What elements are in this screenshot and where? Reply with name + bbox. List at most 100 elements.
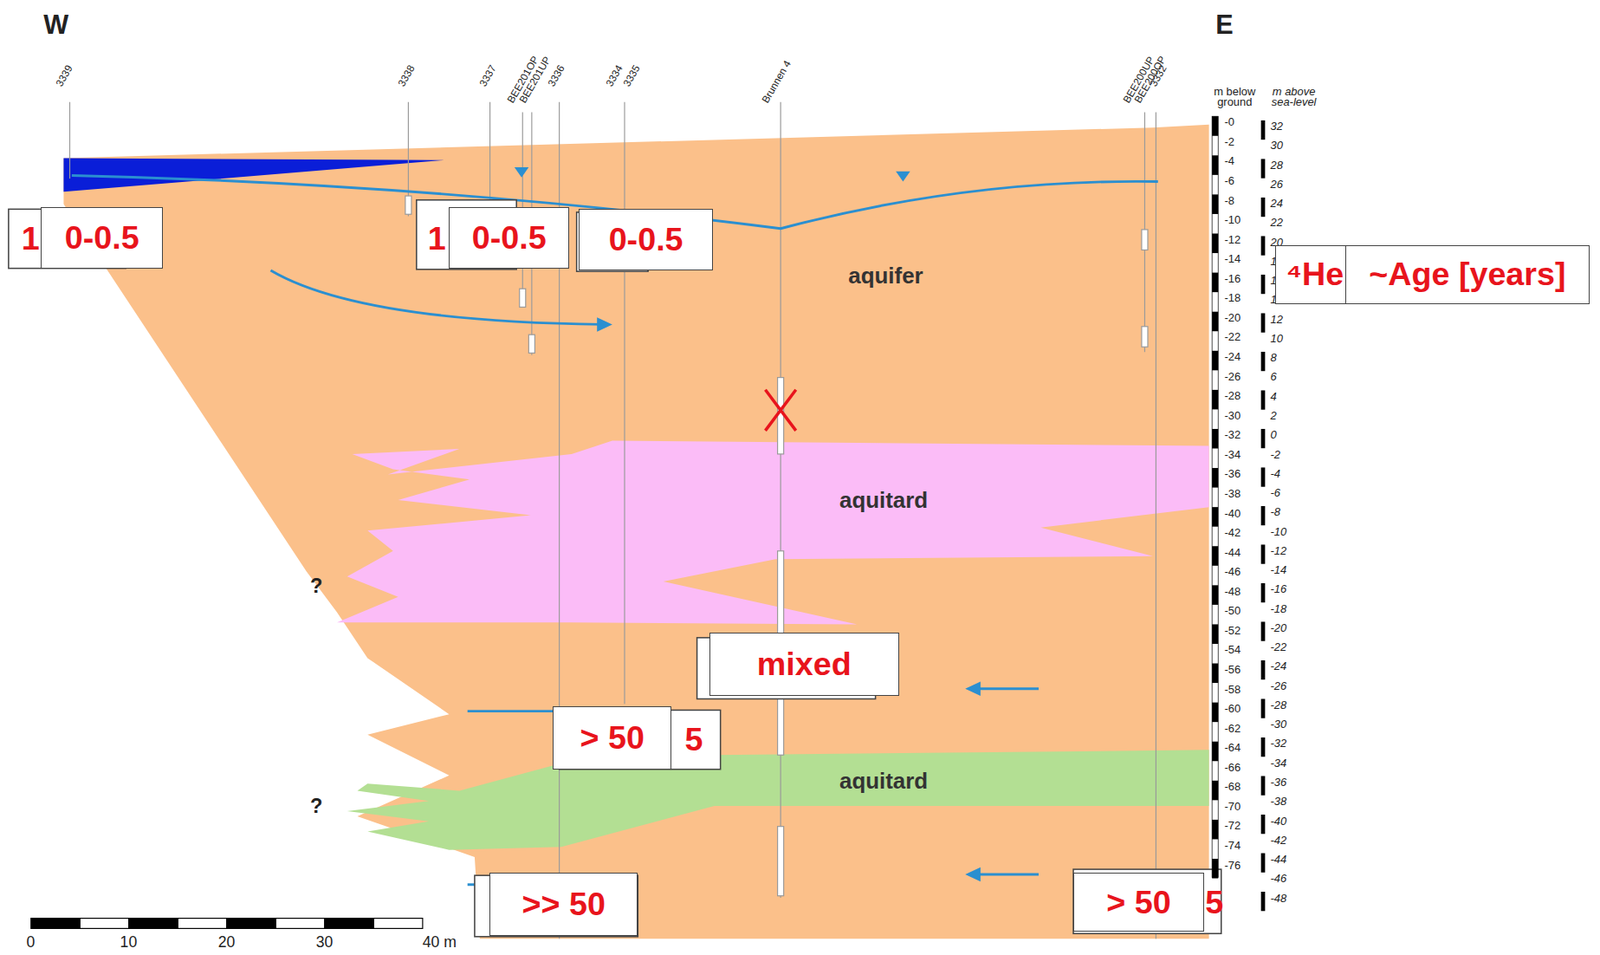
depth-value: -24 bbox=[1270, 660, 1288, 673]
age-value: > 50 bbox=[1106, 883, 1171, 921]
closed-well-mark bbox=[764, 389, 796, 431]
depth-value: -28 bbox=[1270, 699, 1288, 712]
uncertain-mark: ? bbox=[310, 575, 323, 598]
depth-value: 32 bbox=[1270, 120, 1283, 133]
scale-bar-value: 0 bbox=[25, 934, 35, 952]
well-name: 3336 bbox=[545, 63, 567, 89]
flow-arrow bbox=[977, 873, 1039, 876]
depth-value: -74 bbox=[1224, 839, 1242, 852]
well-name: Brunnen 4 bbox=[760, 58, 794, 105]
layer-label: aquifer bbox=[848, 263, 923, 289]
depth-value: -34 bbox=[1224, 448, 1242, 461]
depth-value: -40 bbox=[1270, 814, 1288, 827]
well-screens bbox=[405, 195, 1148, 896]
flow-arrow bbox=[977, 686, 1039, 690]
depth-value: -46 bbox=[1270, 872, 1288, 885]
age-value: ⁴He bbox=[1285, 255, 1344, 293]
depth-value: -48 bbox=[1270, 891, 1288, 904]
depth-value: 22 bbox=[1270, 216, 1283, 229]
hidden-boxes bbox=[8, 200, 1222, 937]
depth-value: -4 bbox=[1270, 467, 1282, 480]
flow-arrowhead bbox=[965, 867, 981, 881]
depth-value: -14 bbox=[1224, 252, 1242, 266]
depth-value: -18 bbox=[1270, 602, 1288, 616]
depth-value: -44 bbox=[1224, 545, 1242, 558]
depth-value: -64 bbox=[1224, 741, 1242, 754]
direction-label: W bbox=[43, 11, 69, 41]
depth-value: 28 bbox=[1270, 158, 1283, 171]
depth-value: -48 bbox=[1224, 585, 1242, 598]
depth-value: 8 bbox=[1270, 351, 1277, 364]
depth-value: -32 bbox=[1224, 428, 1242, 441]
depth-value: -4 bbox=[1224, 155, 1236, 168]
depth-value: -22 bbox=[1270, 641, 1288, 654]
age-box: >> 50 bbox=[489, 872, 638, 936]
age-box: 0-0.5 bbox=[40, 207, 163, 269]
flow-arrowhead bbox=[596, 317, 613, 331]
depth-value: -50 bbox=[1224, 604, 1242, 617]
depth-value: 26 bbox=[1270, 178, 1283, 191]
depth-value: -30 bbox=[1270, 718, 1288, 731]
depth-value: -24 bbox=[1224, 350, 1242, 363]
depth-value: -56 bbox=[1224, 663, 1242, 676]
hidden-age-value: 1 bbox=[21, 220, 40, 257]
depth-value: 0 bbox=[1270, 428, 1277, 441]
scale-title: m below ground bbox=[1203, 86, 1267, 109]
aquifer-body bbox=[63, 124, 1209, 940]
age-box: > 50 bbox=[552, 706, 672, 770]
hidden-age-value: 5 bbox=[1204, 885, 1224, 921]
depth-value: 24 bbox=[1270, 197, 1283, 210]
water-table-marker bbox=[895, 171, 910, 182]
well-name: 3338 bbox=[395, 63, 417, 89]
well-name: 3337 bbox=[478, 63, 499, 89]
depth-value: -60 bbox=[1224, 702, 1242, 715]
header-box: ~Age [years] bbox=[1345, 245, 1591, 305]
depth-value: 30 bbox=[1270, 139, 1283, 152]
scale-bar-value: 40 m bbox=[422, 934, 457, 952]
age-value: > 50 bbox=[580, 719, 645, 757]
depth-value: -2 bbox=[1270, 447, 1282, 460]
depth-value: -40 bbox=[1224, 506, 1242, 519]
depth-value: -6 bbox=[1224, 174, 1236, 188]
depth-value: -58 bbox=[1224, 682, 1242, 695]
age-value: 0-0.5 bbox=[64, 219, 140, 257]
depth-value: -8 bbox=[1270, 505, 1282, 519]
depth-value: -46 bbox=[1224, 565, 1242, 578]
scale-title: m above sea-level bbox=[1262, 86, 1326, 109]
depth-value: -26 bbox=[1270, 680, 1288, 693]
well-lines bbox=[70, 102, 1157, 939]
depth-value: -38 bbox=[1224, 487, 1242, 500]
depth-value: -16 bbox=[1224, 272, 1242, 286]
age-box: 0-0.5 bbox=[578, 208, 713, 271]
depth-value: 4 bbox=[1270, 390, 1277, 403]
depth-value: -8 bbox=[1224, 194, 1236, 207]
depth-value: -68 bbox=[1224, 780, 1242, 793]
depth-value: -6 bbox=[1270, 486, 1282, 499]
age-value: 0-0.5 bbox=[608, 220, 684, 259]
age-value: mixed bbox=[757, 645, 852, 683]
depth-value: -20 bbox=[1270, 621, 1288, 635]
depth-value: 12 bbox=[1270, 313, 1283, 326]
depth-value: -28 bbox=[1224, 389, 1242, 402]
depth-value: -18 bbox=[1224, 291, 1242, 305]
age-value: 0-0.5 bbox=[472, 219, 547, 257]
depth-value: -62 bbox=[1224, 722, 1242, 735]
depth-value: 6 bbox=[1270, 370, 1277, 383]
depth-value: -14 bbox=[1270, 563, 1288, 577]
age-value: >> 50 bbox=[522, 885, 606, 923]
age-box: mixed bbox=[709, 632, 900, 696]
depth-value: -16 bbox=[1270, 582, 1288, 596]
depth-value: -52 bbox=[1224, 624, 1242, 637]
depth-scale-bars bbox=[1211, 116, 1265, 911]
depth-value: -2 bbox=[1224, 136, 1236, 149]
layer-label: aquitard bbox=[839, 768, 928, 794]
age-value: ~Age [years] bbox=[1368, 255, 1566, 293]
depth-value: -12 bbox=[1224, 233, 1242, 247]
depth-value: -26 bbox=[1224, 369, 1242, 383]
depth-value: -42 bbox=[1224, 526, 1242, 539]
depth-value: -12 bbox=[1270, 544, 1288, 558]
flow-arrow bbox=[270, 270, 603, 324]
age-box: 0-0.5 bbox=[448, 207, 570, 269]
depth-value: -36 bbox=[1224, 467, 1242, 480]
depth-value: -36 bbox=[1270, 776, 1288, 789]
